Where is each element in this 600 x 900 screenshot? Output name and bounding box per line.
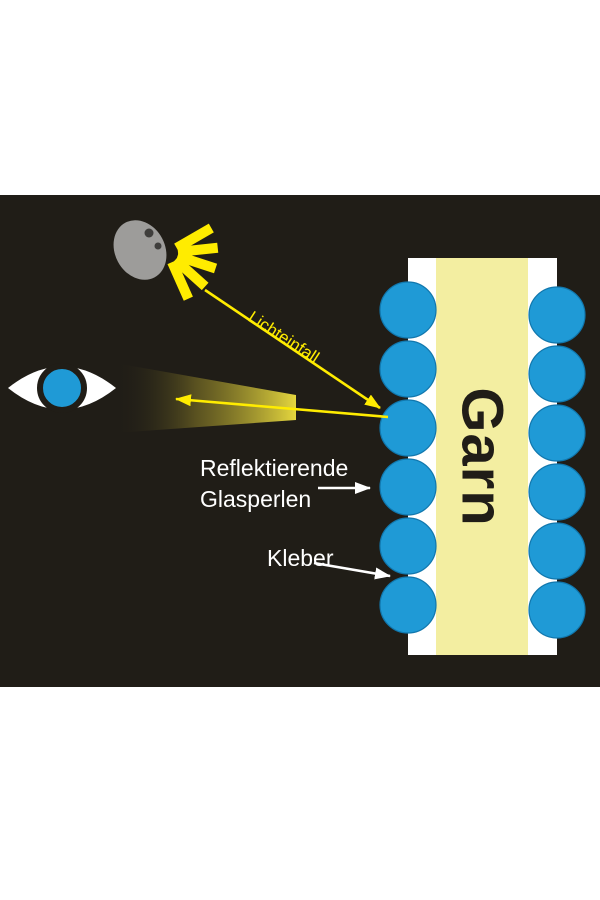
lamp-icon <box>113 220 167 280</box>
label-reflektierende: Reflektierende <box>200 455 348 481</box>
label-glasperlen: Glasperlen <box>200 486 311 512</box>
label-kleber: Kleber <box>267 545 334 571</box>
glass-bead <box>379 281 437 339</box>
glass-bead <box>379 458 437 516</box>
bead-column-left <box>379 281 437 634</box>
glass-bead <box>528 345 586 403</box>
label-garn: Garn <box>450 387 515 526</box>
glue-pointer-arrow <box>313 561 391 580</box>
bead-column-right <box>528 286 586 639</box>
glass-bead <box>379 399 437 457</box>
reflective-yarn-diagram: Garn <box>8 220 586 655</box>
glass-bead <box>528 286 586 344</box>
diagram-panel: Garn <box>0 195 600 687</box>
light-rays-icon <box>167 223 219 301</box>
glass-bead <box>528 581 586 639</box>
glass-bead <box>379 340 437 398</box>
glass-bead <box>379 517 437 575</box>
eye-icon <box>8 363 116 413</box>
glass-bead <box>528 404 586 462</box>
reflected-light-arrow <box>175 394 389 419</box>
incident-light-arrow <box>204 288 381 410</box>
glass-bead <box>528 463 586 521</box>
glass-bead <box>528 522 586 580</box>
label-lichteinfall: Lichteinfall <box>245 307 323 367</box>
glass-bead <box>379 576 437 634</box>
reflected-light-beam <box>115 363 296 433</box>
yarn-assembly: Garn <box>379 258 586 655</box>
eye-iris <box>37 363 87 413</box>
yarn-core <box>436 258 528 655</box>
